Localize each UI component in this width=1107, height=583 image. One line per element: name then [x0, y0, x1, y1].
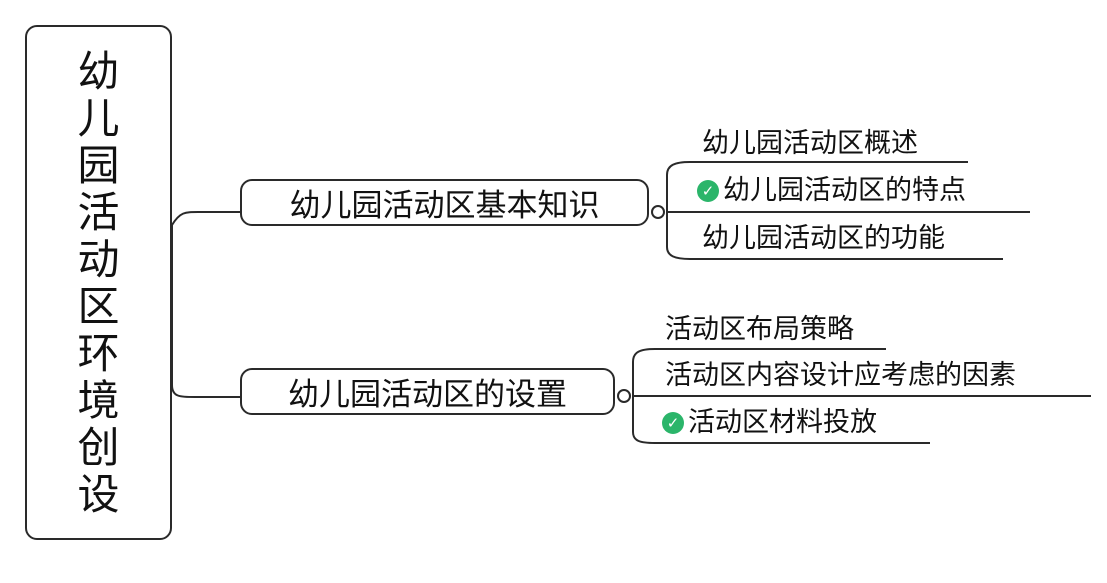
root-node[interactable]: 幼儿园活动区环境创设 — [25, 25, 172, 540]
leaf-node-features[interactable]: ✓ 幼儿园活动区的特点 — [697, 174, 966, 208]
connector-root-branch-2 — [171, 225, 240, 398]
collapse-toggle-icon — [617, 389, 631, 403]
leaf-node-label: 活动区内容设计应考虑的因素 — [665, 360, 1016, 391]
leaf-node-label: 活动区布局策略 — [665, 314, 854, 345]
check-circle-icon: ✓ — [662, 412, 684, 434]
connector-branch-1-leaf-1 — [666, 161, 968, 212]
leaf-node-overview[interactable]: 幼儿园活动区概述 — [702, 127, 918, 161]
branch-node-label: 幼儿园活动区基本知识 — [289, 188, 600, 224]
connector-branch-1-leaf-3 — [666, 212, 1003, 260]
leaf-node-label: 幼儿园活动区的特点 — [723, 175, 966, 206]
leaf-node-label: 幼儿园活动区的功能 — [702, 223, 945, 254]
connector-branch-2-leaf-1 — [632, 348, 886, 396]
branch-node-setup[interactable]: 幼儿园活动区的设置 — [240, 368, 615, 415]
branch-node-basic-knowledge[interactable]: 幼儿园活动区基本知识 — [240, 179, 649, 226]
connector-branch-2-leaf-3 — [632, 396, 930, 444]
connector-root-branch-1 — [171, 211, 240, 226]
root-node-label: 幼儿园活动区环境创设 — [77, 46, 120, 519]
leaf-node-label: 幼儿园活动区概述 — [702, 128, 918, 159]
leaf-node-content-factors[interactable]: 活动区内容设计应考虑的因素 — [665, 359, 1016, 393]
branch-node-label: 幼儿园活动区的设置 — [288, 377, 567, 413]
leaf-node-material-placement[interactable]: ✓ 活动区材料投放 — [662, 406, 877, 440]
leaf-node-layout-strategy[interactable]: 活动区布局策略 — [665, 313, 854, 347]
check-circle-icon: ✓ — [697, 180, 719, 202]
leaf-node-label: 活动区材料投放 — [688, 407, 877, 438]
leaf-node-functions[interactable]: 幼儿园活动区的功能 — [702, 222, 945, 256]
collapse-toggle-icon — [651, 205, 665, 219]
